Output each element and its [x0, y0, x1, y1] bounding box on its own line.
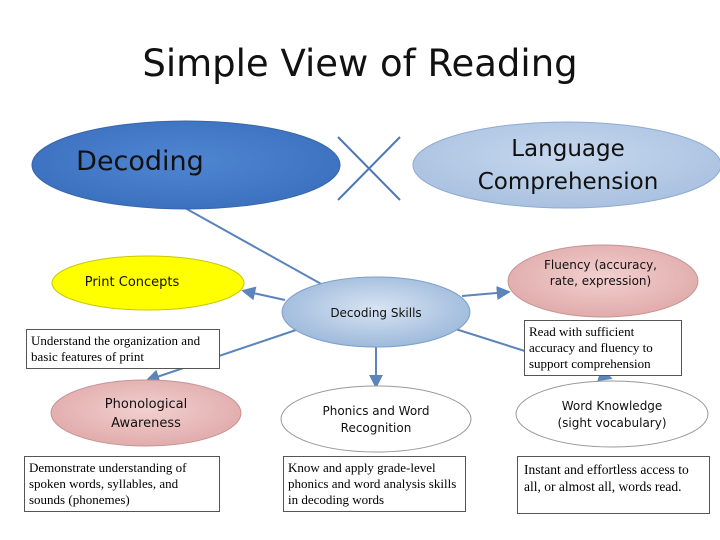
- print-concepts-ellipse: [51, 255, 245, 311]
- arrow-to-phonological: [145, 329, 297, 384]
- diagram-title: Simple View of Reading: [142, 42, 578, 85]
- word-knowledge-description: Instant and effortless access to all, or…: [517, 456, 710, 514]
- word-knowledge-label: Word Knowledge (sight vocabulary): [557, 399, 667, 430]
- arrow-to-print-concepts: [241, 286, 286, 301]
- fluency-description: Read with sufficient accuracy and fluenc…: [524, 320, 682, 376]
- phonological-awareness-ellipse: [50, 379, 242, 447]
- phonics-word-recognition-label: Phonics and Word Recognition: [322, 404, 430, 435]
- print-concepts-label: Print Concepts: [84, 275, 180, 290]
- decoding-ellipse: [31, 120, 341, 210]
- arrow-to-fluency: [461, 285, 511, 300]
- multiply-icon-stroke: [337, 136, 401, 201]
- phonics-word-recognition-description: Know and apply grade-level phonics and w…: [283, 456, 466, 512]
- phonics-word-recognition-ellipse: [280, 385, 472, 453]
- phonological-awareness-description: Demonstrate understanding of spoken word…: [24, 456, 220, 512]
- word-knowledge-ellipse: [515, 380, 709, 448]
- decoding-skills-ellipse: [281, 276, 471, 348]
- language-comprehension-ellipse: [412, 121, 720, 209]
- decoding-skills-label: Decoding Skills: [330, 306, 422, 320]
- print-concepts-description: Understand the organization and basic fe…: [26, 329, 220, 369]
- language-comprehension-label: Language Comprehension: [477, 136, 659, 195]
- fluency-ellipse: [507, 244, 699, 318]
- decoding-label: Decoding: [76, 146, 204, 177]
- fluency-label: Fluency (accuracy, rate, expression): [544, 258, 657, 288]
- connector-decoding-to-skills: [184, 207, 333, 291]
- phonological-awareness-label: Phonological Awareness: [104, 397, 188, 431]
